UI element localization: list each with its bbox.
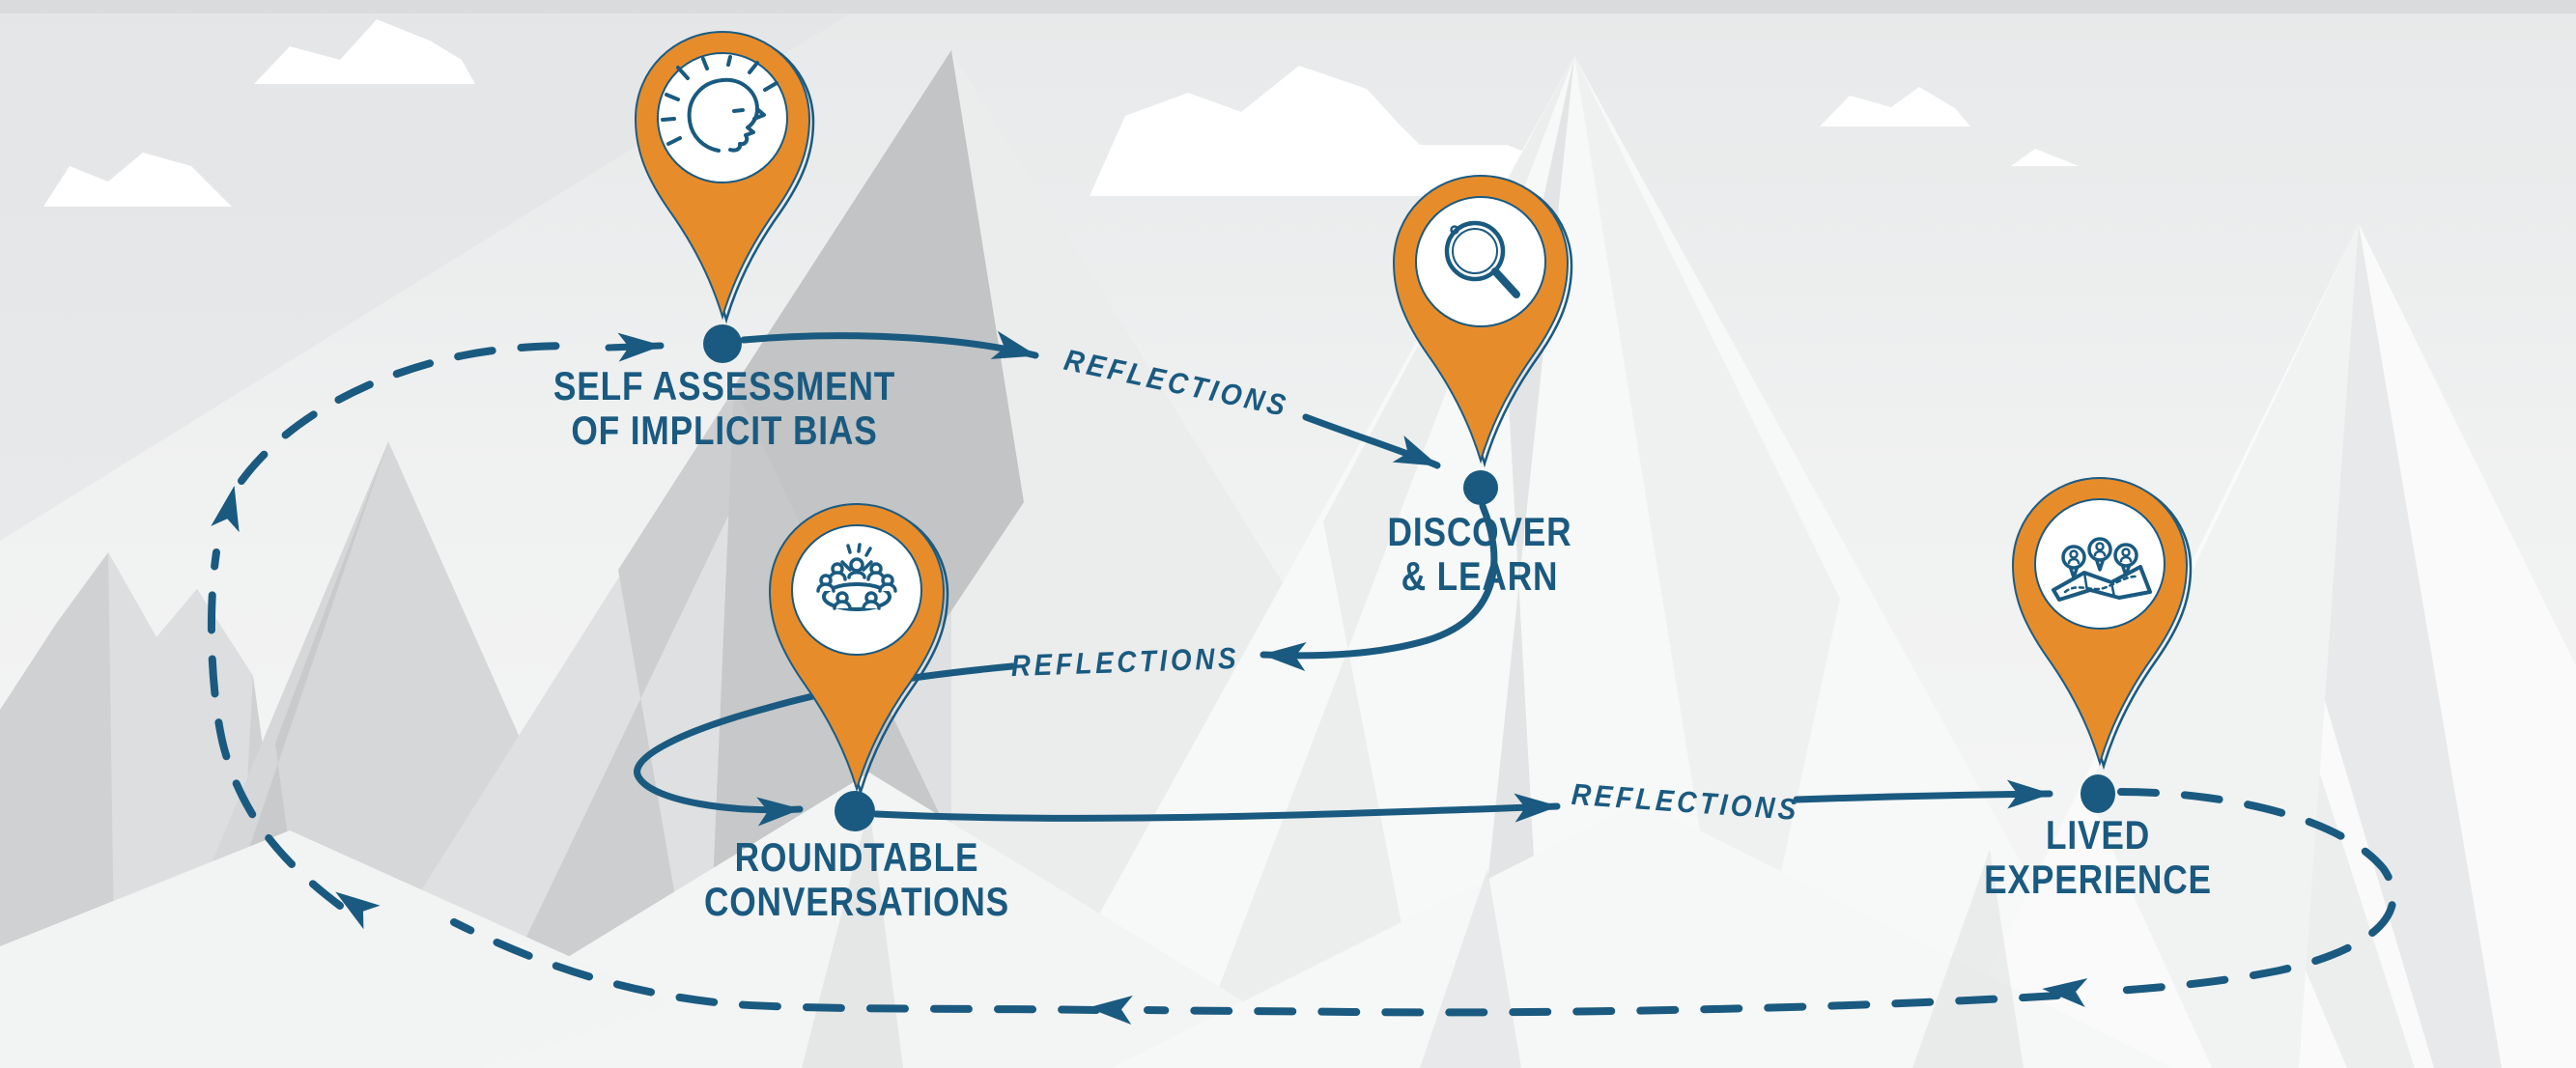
station-label-self-assessment: SELF ASSESSMENT OF IMPLICIT BIAS	[514, 364, 936, 453]
arrow-loop-into-self-assessment	[605, 332, 665, 362]
cloud	[1820, 87, 1970, 126]
waypoint-dots	[703, 324, 2115, 831]
station-label-line: CONVERSATIONS	[703, 879, 1010, 924]
foreground-left	[0, 830, 676, 1068]
station-label-line: ROUNDTABLE	[734, 834, 979, 880]
station-label-line: DISCOVER	[1387, 509, 1572, 554]
arrow-discover-to-reflections	[1260, 502, 1498, 671]
station-label-line: EXPERIENCE	[1984, 857, 2212, 902]
crease-2	[1420, 869, 1521, 1068]
arrow-reflections-to-lived	[1793, 779, 2053, 809]
station-label-line: OF IMPLICIT BIAS	[571, 408, 878, 453]
cloud	[1090, 66, 1592, 196]
waypoint-dot-lived-experience	[2081, 774, 2115, 813]
arrow-roundtable-to-reflections	[872, 793, 1561, 823]
cloud	[2011, 149, 2079, 166]
cloud	[43, 153, 232, 207]
mountain-right-facet	[2086, 224, 2359, 1068]
loop-arrowhead-icon	[1087, 993, 1133, 1025]
station-label-lived-experience: LIVED EXPERIENCE	[1887, 813, 2309, 902]
loop-bottom	[1144, 992, 2061, 1017]
waypoint-dot-self-assessment	[703, 324, 742, 363]
station-label-roundtable: ROUNDTABLE CONVERSATIONS	[646, 835, 1068, 924]
loop-left-ascent	[207, 548, 344, 910]
loop-top-return	[238, 342, 581, 485]
station-label-line: & LEARN	[1401, 553, 1559, 599]
journey-loop-dashed	[207, 342, 2397, 1017]
arrow-self-to-reflections	[740, 330, 1039, 359]
mountain-central-facet-3	[1574, 56, 1840, 1068]
top-band	[0, 0, 2576, 14]
crease-3	[1912, 850, 2024, 1068]
clouds	[43, 19, 2079, 207]
arrow-reflections-to-discover	[1302, 413, 1441, 469]
cloud	[254, 19, 475, 84]
crease-1	[802, 806, 903, 1068]
station-label-line: LIVED	[2045, 812, 2151, 857]
loop-bottom-left	[450, 918, 1100, 1014]
waypoint-dot-discover-learn	[1463, 470, 1498, 505]
loop-arrowhead-icon	[2040, 974, 2088, 1007]
loop-right-descent	[2097, 788, 2397, 996]
station-label-discover-learn: DISCOVER & LEARN	[1269, 510, 1691, 599]
loop-arrowhead-icon	[211, 482, 249, 533]
station-label-line: SELF ASSESSMENT	[552, 363, 896, 408]
waypoint-dot-roundtable	[835, 791, 875, 831]
arrow-loop-into-roundtable	[634, 662, 1016, 827]
